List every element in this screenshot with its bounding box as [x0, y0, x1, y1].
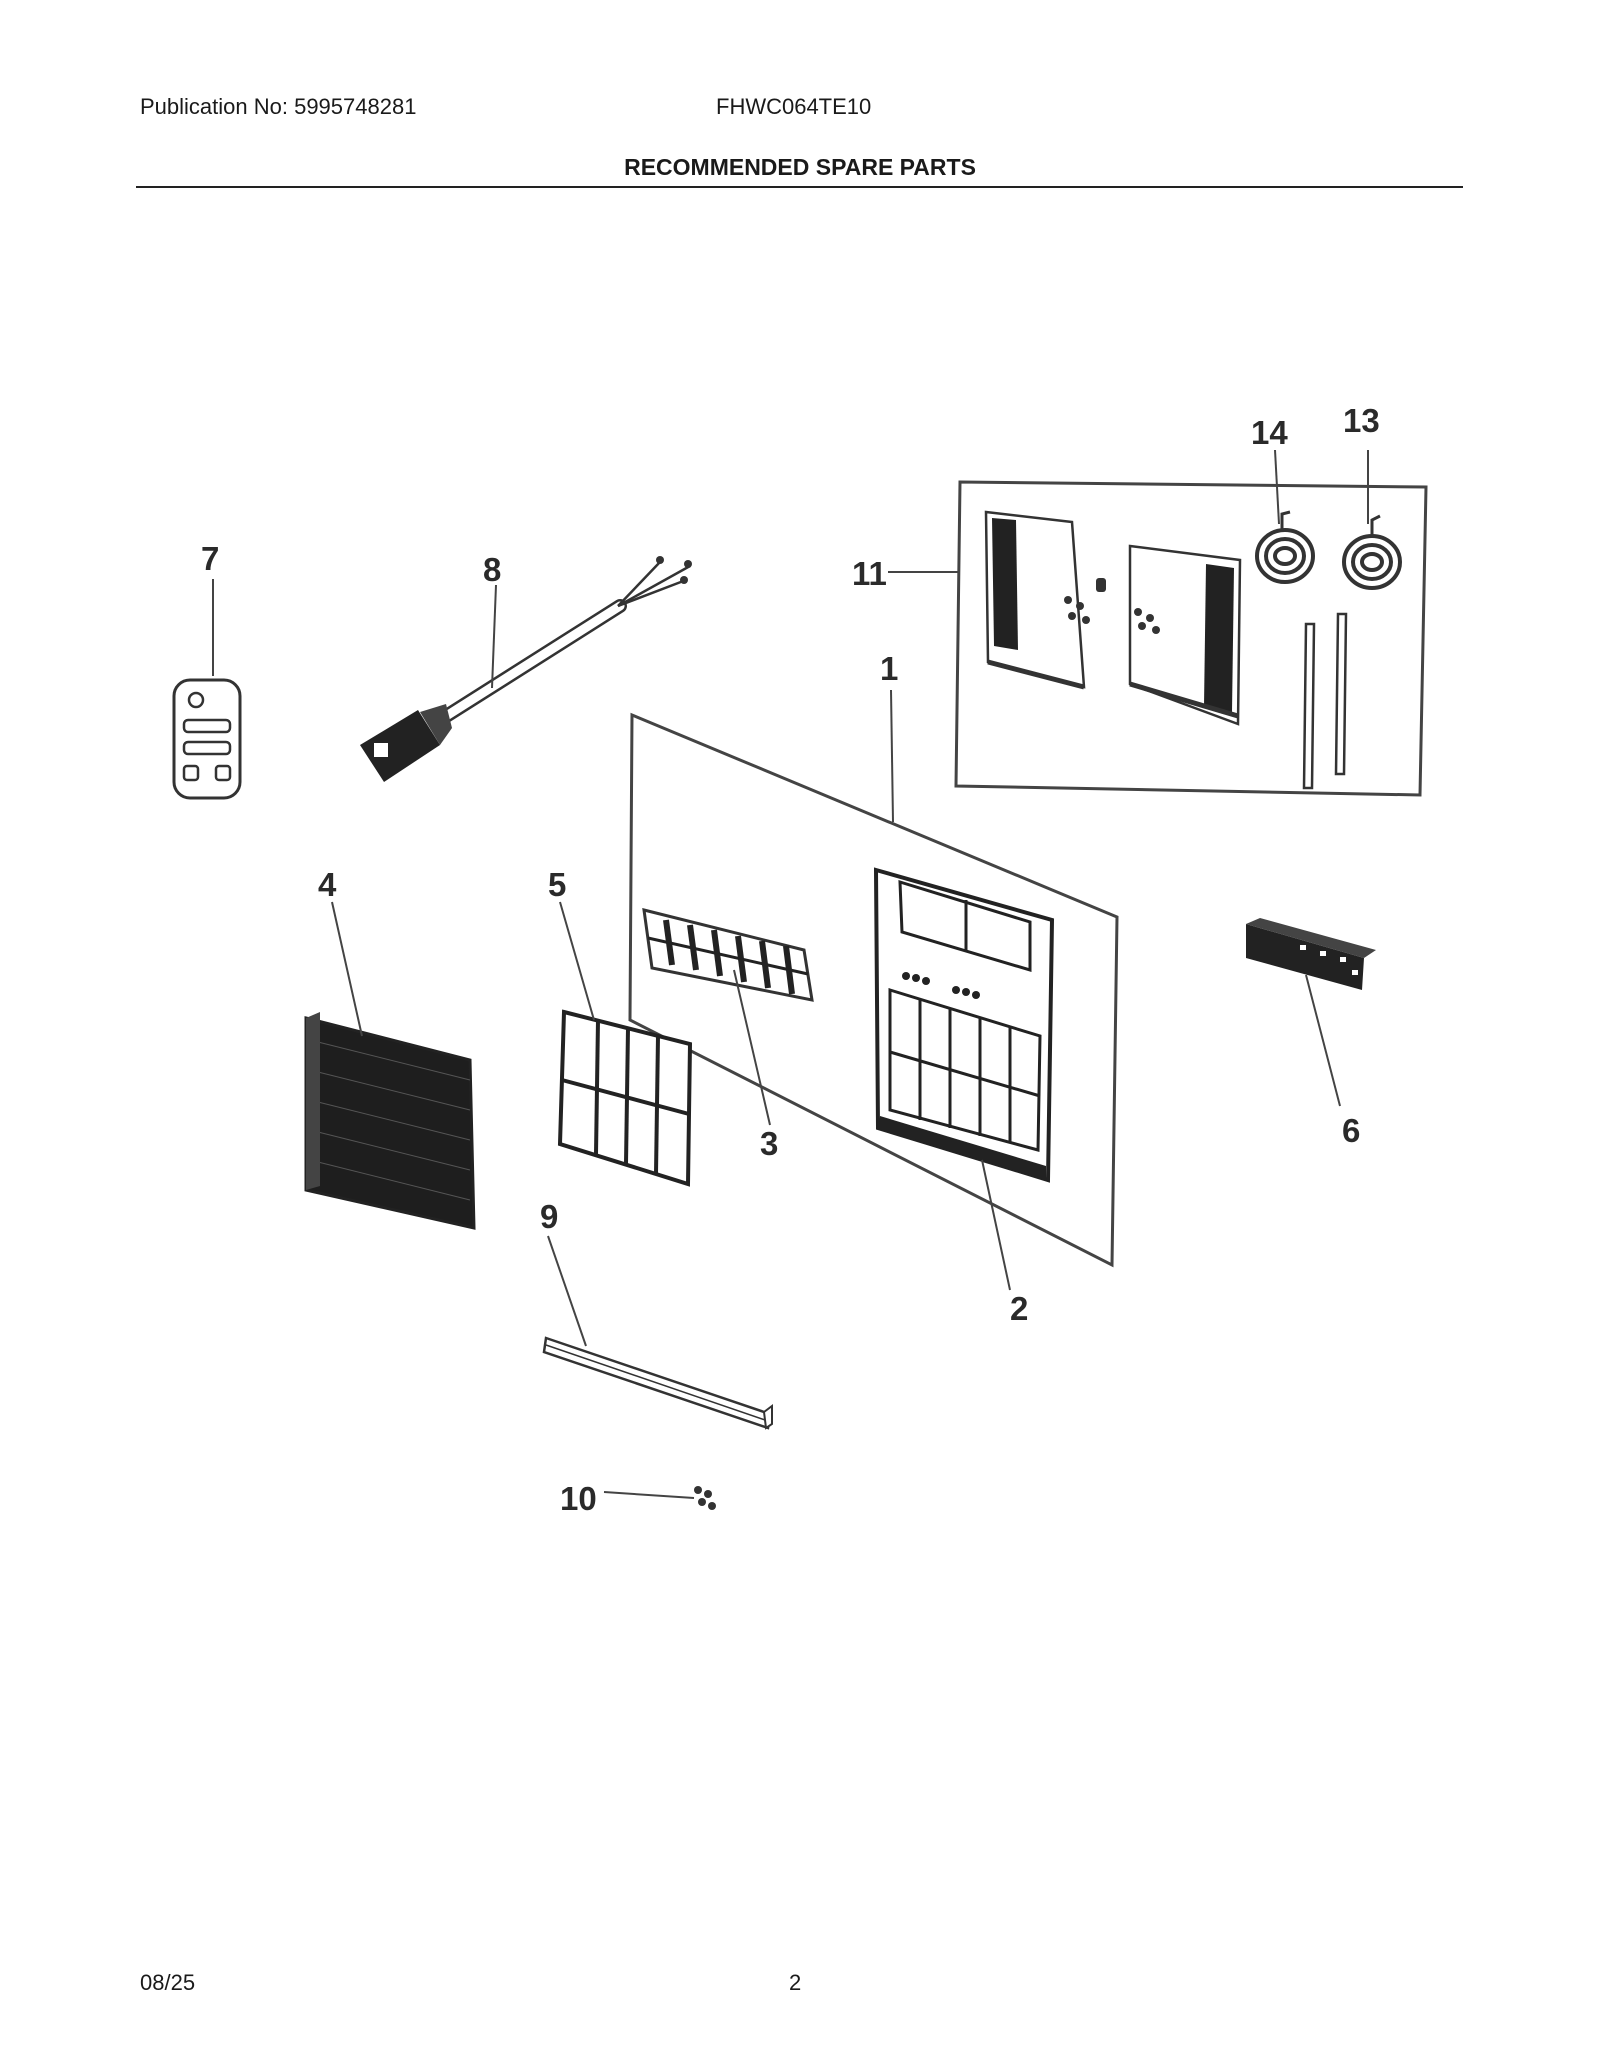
- callout-1: 1: [880, 650, 898, 687]
- part-support-rail[interactable]: [542, 1336, 773, 1430]
- page-number: 2: [789, 1970, 802, 1995]
- leader-line-2: [981, 1159, 1011, 1291]
- leader-line-1: [890, 689, 894, 823]
- leader-line-4: [331, 901, 363, 1037]
- model-number: FHWC064TE10: [716, 94, 872, 119]
- callout-9: 9: [540, 1198, 558, 1235]
- header-divider: [136, 186, 1463, 188]
- callout-14: 14: [1251, 414, 1288, 451]
- callout-4: 4: [318, 866, 337, 903]
- callout-3: 3: [760, 1125, 778, 1162]
- callout-13: 13: [1343, 402, 1380, 439]
- part-front-panel-assembly-box[interactable]: [628, 712, 1119, 1268]
- callout-7: 7: [201, 540, 219, 577]
- part-louver-assembly[interactable]: [642, 908, 814, 1002]
- part-seal-coil-14[interactable]: [1255, 510, 1315, 584]
- publication-number: Publication No: 5995748281: [140, 94, 417, 119]
- footer-date: 08/25: [140, 1970, 196, 1995]
- part-window-kit[interactable]: [954, 480, 1428, 797]
- leader-line-5: [559, 901, 595, 1021]
- leader-line-9: [547, 1235, 587, 1347]
- part-seal-coil-13[interactable]: [1342, 514, 1402, 590]
- leader-line-6: [1305, 974, 1341, 1107]
- callout-8: 8: [483, 551, 501, 588]
- leader-line-3: [733, 969, 771, 1126]
- part-screws[interactable]: [694, 1486, 716, 1510]
- page-title: RECOMMENDED SPARE PARTS: [624, 154, 976, 180]
- callout-11: 11: [852, 555, 887, 592]
- leader-line-14: [1274, 449, 1280, 525]
- callout-6: 6: [1342, 1112, 1360, 1149]
- callout-5: 5: [548, 866, 566, 903]
- callout-10: 10: [560, 1480, 597, 1517]
- part-front-panel[interactable]: [873, 867, 1055, 1183]
- callout-2: 2: [1010, 1290, 1028, 1327]
- leader-line-8: [491, 584, 497, 689]
- part-power-cord[interactable]: [360, 556, 692, 782]
- part-remote-control[interactable]: [172, 678, 242, 800]
- part-rear-grille[interactable]: [304, 1012, 476, 1230]
- part-control-board[interactable]: [1246, 918, 1376, 990]
- part-air-filter[interactable]: [557, 1009, 693, 1187]
- leader-line-10: [603, 1491, 695, 1499]
